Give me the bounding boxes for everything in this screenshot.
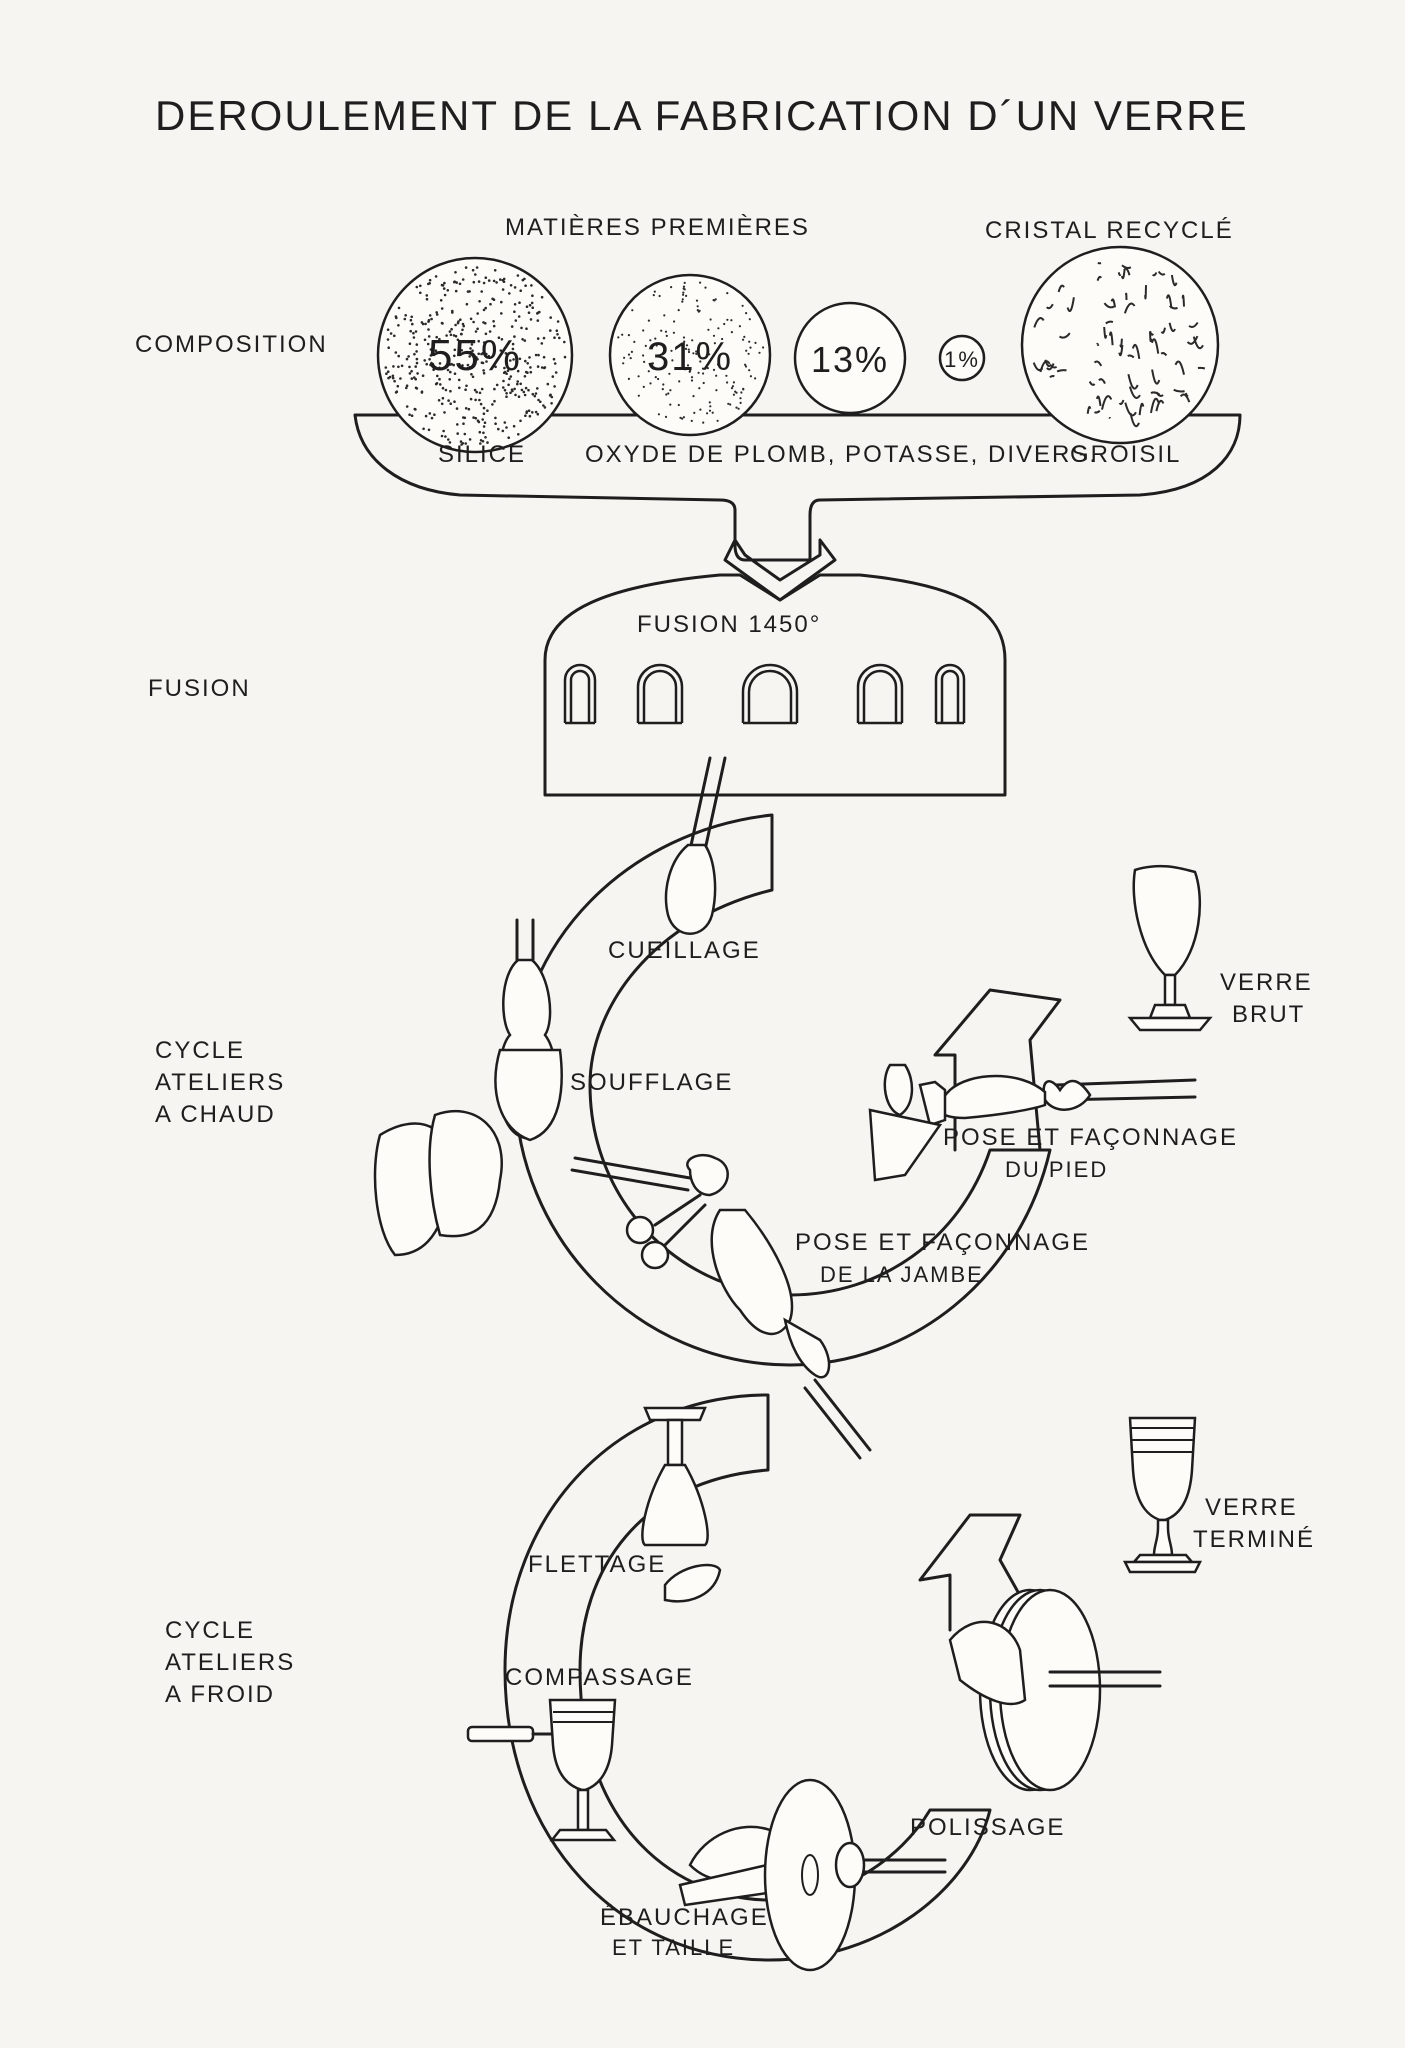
funnel-arrow <box>723 538 837 602</box>
svg-text:POSE ET FAÇONNAGE: POSE ET FAÇONNAGE <box>795 1229 1090 1256</box>
compass-tool <box>466 1698 617 1842</box>
compassage-label: COMPASSAGE <box>505 1664 694 1691</box>
gathering-tool <box>664 756 727 935</box>
svg-text:CYCLE: CYCLE <box>165 1617 255 1644</box>
finished-glass-illustration <box>1122 1416 1203 1574</box>
lead-oxide-percent: 31% <box>647 335 733 379</box>
flettage-label: FLETTAGE <box>528 1551 666 1578</box>
foot-shaping-tool <box>868 1063 1197 1182</box>
silica-label: SILICE <box>438 441 526 468</box>
potash-percent: 13% <box>811 339 889 380</box>
recycled-cullet-circle <box>1020 245 1220 445</box>
svg-text:A FROID: A FROID <box>165 1681 275 1708</box>
cold-cycle-arrow <box>918 1513 1047 1642</box>
stem-shaping-tool <box>570 1153 872 1460</box>
trimming-glass <box>641 1406 722 1603</box>
cutting-wheel <box>678 1778 947 1972</box>
svg-text:VERRE: VERRE <box>1220 969 1313 996</box>
raw-materials-header: MATIÈRES PREMIÈRES <box>505 214 810 241</box>
svg-text:CYCLE: CYCLE <box>155 1037 245 1064</box>
page-title: DEROULEMENT DE LA FABRICATION D´UN VERRE <box>155 92 1249 139</box>
furnace-windows <box>563 663 966 725</box>
furnace-label: FUSION 1450° <box>637 611 821 638</box>
svg-text:DU PIED: DU PIED <box>1005 1157 1108 1182</box>
misc-circle: 1% <box>938 334 986 382</box>
svg-text:ATELIERS: ATELIERS <box>155 1069 285 1096</box>
svg-text:ET TAILLE: ET TAILLE <box>612 1935 735 1960</box>
finished-glass-label: VERRE TERMINÉ <box>1193 1494 1315 1553</box>
cold-cycle-label: CYCLE ATELIERS A FROID <box>165 1617 295 1708</box>
soufflage-label: SOUFFLAGE <box>570 1069 733 1096</box>
composition-label: COMPOSITION <box>135 331 328 358</box>
recycled-crystal-header: CRISTAL RECYCLÉ <box>985 217 1234 244</box>
svg-text:BRUT: BRUT <box>1232 1001 1305 1028</box>
potash-circle: 13% <box>793 301 907 415</box>
hot-cycle-label: CYCLE ATELIERS A CHAUD <box>155 1037 285 1128</box>
hot-cycle-arrow <box>933 988 1062 1152</box>
svg-text:TERMINÉ: TERMINÉ <box>1193 1526 1315 1553</box>
svg-text:A CHAUD: A CHAUD <box>155 1101 276 1128</box>
foot-label: POSE ET FAÇONNAGE DU PIED <box>943 1124 1238 1182</box>
silica-circle: 55% SILICE <box>376 256 574 468</box>
blowing-mould <box>373 918 563 1257</box>
furnace <box>543 573 1007 797</box>
misc-percent: 1% <box>944 347 980 372</box>
raw-glass-label: VERRE BRUT <box>1220 969 1313 1028</box>
svg-text:DE LA JAMBE: DE LA JAMBE <box>820 1262 984 1287</box>
raw-glass-illustration <box>1127 864 1213 1032</box>
svg-text:ATELIERS: ATELIERS <box>165 1649 295 1676</box>
ebauchage-label: ÉBAUCHAGE ET TAILLE <box>600 1904 769 1960</box>
svg-text:VERRE: VERRE <box>1205 1494 1298 1521</box>
composition-caption: OXYDE DE PLOMB, POTASSE, DIVERS. <box>585 441 1098 468</box>
fusion-label: FUSION <box>148 675 251 702</box>
svg-text:POSE ET FAÇONNAGE: POSE ET FAÇONNAGE <box>943 1124 1238 1151</box>
composition-tray <box>353 413 1242 562</box>
polissage-label: POLISSAGE <box>910 1814 1065 1841</box>
svg-text:ÉBAUCHAGE: ÉBAUCHAGE <box>600 1904 769 1931</box>
lead-oxide-circle: 31% <box>608 273 772 437</box>
cueillage-label: CUEILLAGE <box>608 937 761 964</box>
stem-label: POSE ET FAÇONNAGE DE LA JAMBE <box>795 1229 1090 1287</box>
recycled-label: GROISIL <box>1070 441 1181 468</box>
silica-percent: 55% <box>428 331 522 380</box>
cold-cycle-ring <box>503 1393 992 1962</box>
polishing-wheel <box>948 1588 1162 1792</box>
